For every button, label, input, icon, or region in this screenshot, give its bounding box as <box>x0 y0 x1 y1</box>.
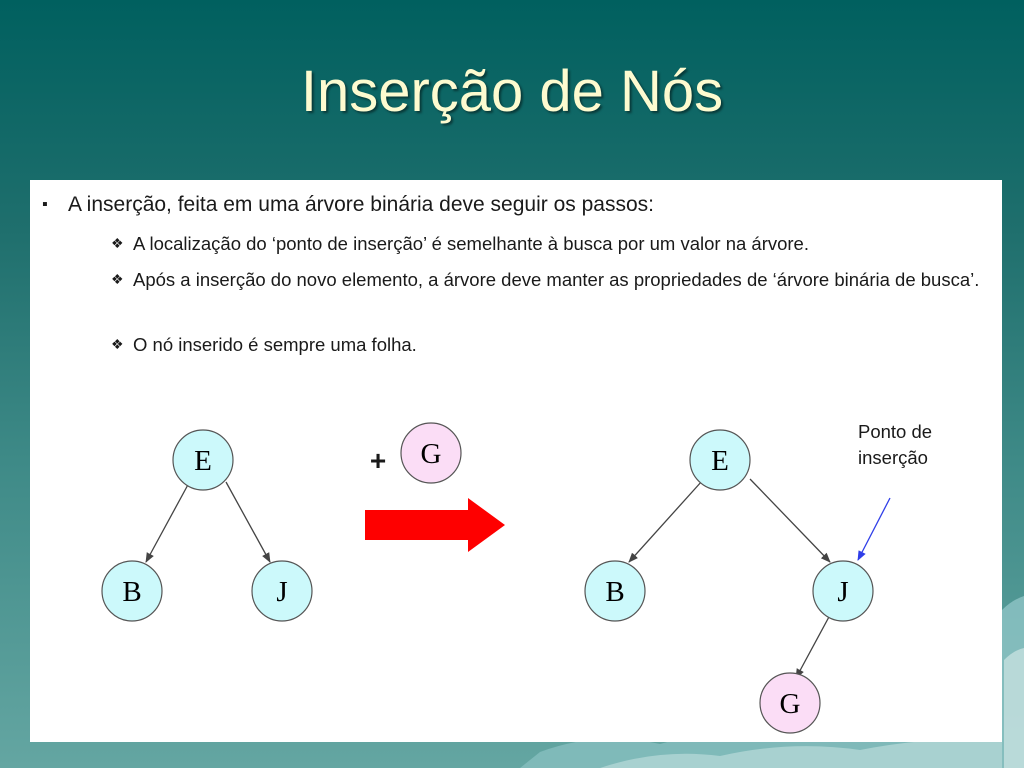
diamond-bullet-icon: ❖ <box>111 336 124 352</box>
tree-node-j-after: J <box>812 560 874 622</box>
content-panel: ▪ A inserção, feita em uma árvore binári… <box>30 180 1002 742</box>
svg-text:G: G <box>421 438 442 470</box>
tree-node-e: E <box>172 429 234 491</box>
svg-text:B: B <box>605 576 624 608</box>
svg-text:J: J <box>276 576 287 608</box>
sub-bullet-text: Após a inserção do novo elemento, a árvo… <box>133 269 980 290</box>
svg-text:E: E <box>194 445 212 477</box>
insertion-point-pointer <box>857 497 891 561</box>
sub-bullet-text: O nó inserido é sempre uma folha. <box>133 334 417 355</box>
plus-sign: + <box>370 445 386 476</box>
annotation-line-1: Ponto de <box>858 421 932 442</box>
svg-text:B: B <box>122 576 141 608</box>
diamond-bullet-icon: ❖ <box>111 271 124 287</box>
transform-arrow <box>365 498 505 552</box>
main-bullet-text: A inserção, feita em uma árvore binária … <box>68 193 654 216</box>
svg-text:J: J <box>837 576 848 608</box>
sub-bullet-1: ❖ A localização do ‘ponto de inserção’ é… <box>111 232 998 256</box>
edge-e-b <box>145 480 191 563</box>
edge-j-g-after <box>795 614 831 679</box>
edge-e-b-after <box>628 480 703 563</box>
tree-node-e-after: E <box>689 429 751 491</box>
slide-title: Inserção de Nós <box>300 59 724 124</box>
sub-bullet-text: A localização do ‘ponto de inserção’ é s… <box>133 233 809 254</box>
sub-bullet-2: ❖ Após a inserção do novo elemento, a ár… <box>111 268 998 292</box>
svg-text:G: G <box>780 688 801 720</box>
sub-bullet-3: ❖ O nó inserido é sempre uma folha. <box>111 333 998 357</box>
tree-node-j: J <box>251 560 313 622</box>
square-bullet-icon: ▪ <box>42 196 48 213</box>
new-node-g: G <box>400 422 462 484</box>
svg-text:E: E <box>711 445 729 477</box>
tree-node-b-after: B <box>584 560 646 622</box>
diamond-bullet-icon: ❖ <box>111 235 124 251</box>
tree-insertion-diagram: E B J + G E B <box>101 421 932 734</box>
edge-e-j <box>225 481 271 563</box>
annotation-line-2: inserção <box>858 447 928 468</box>
main-bullet: ▪ A inserção, feita em uma árvore binári… <box>42 192 988 218</box>
edge-e-j-after <box>749 478 831 563</box>
tree-node-g-inserted: G <box>759 672 821 734</box>
tree-node-b: B <box>101 560 163 622</box>
